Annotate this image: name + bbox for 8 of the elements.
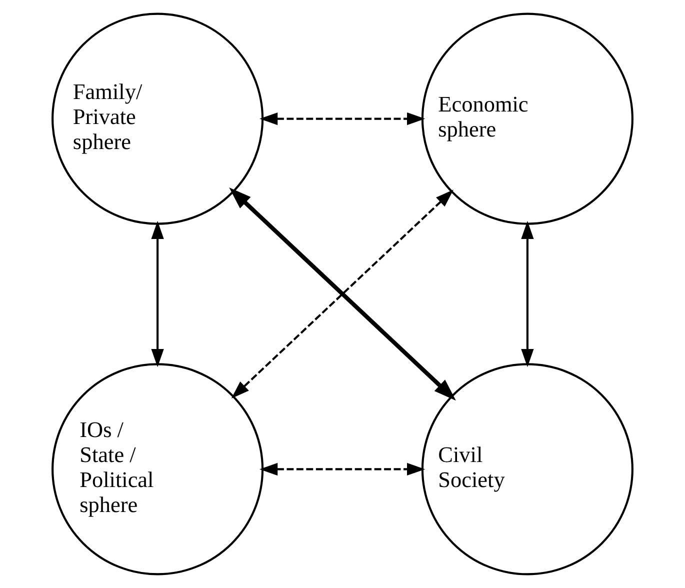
node-circle: Family/ Private sphere	[52, 12, 264, 225]
arrow	[151, 220, 164, 368]
node-circle: Civil Society	[421, 363, 634, 576]
node-circle: IOs / State / Political sphere	[52, 363, 264, 576]
node-circle: Economic sphere	[421, 12, 634, 225]
arrow	[260, 462, 426, 476]
arrow	[521, 220, 534, 368]
arrow	[260, 112, 426, 126]
